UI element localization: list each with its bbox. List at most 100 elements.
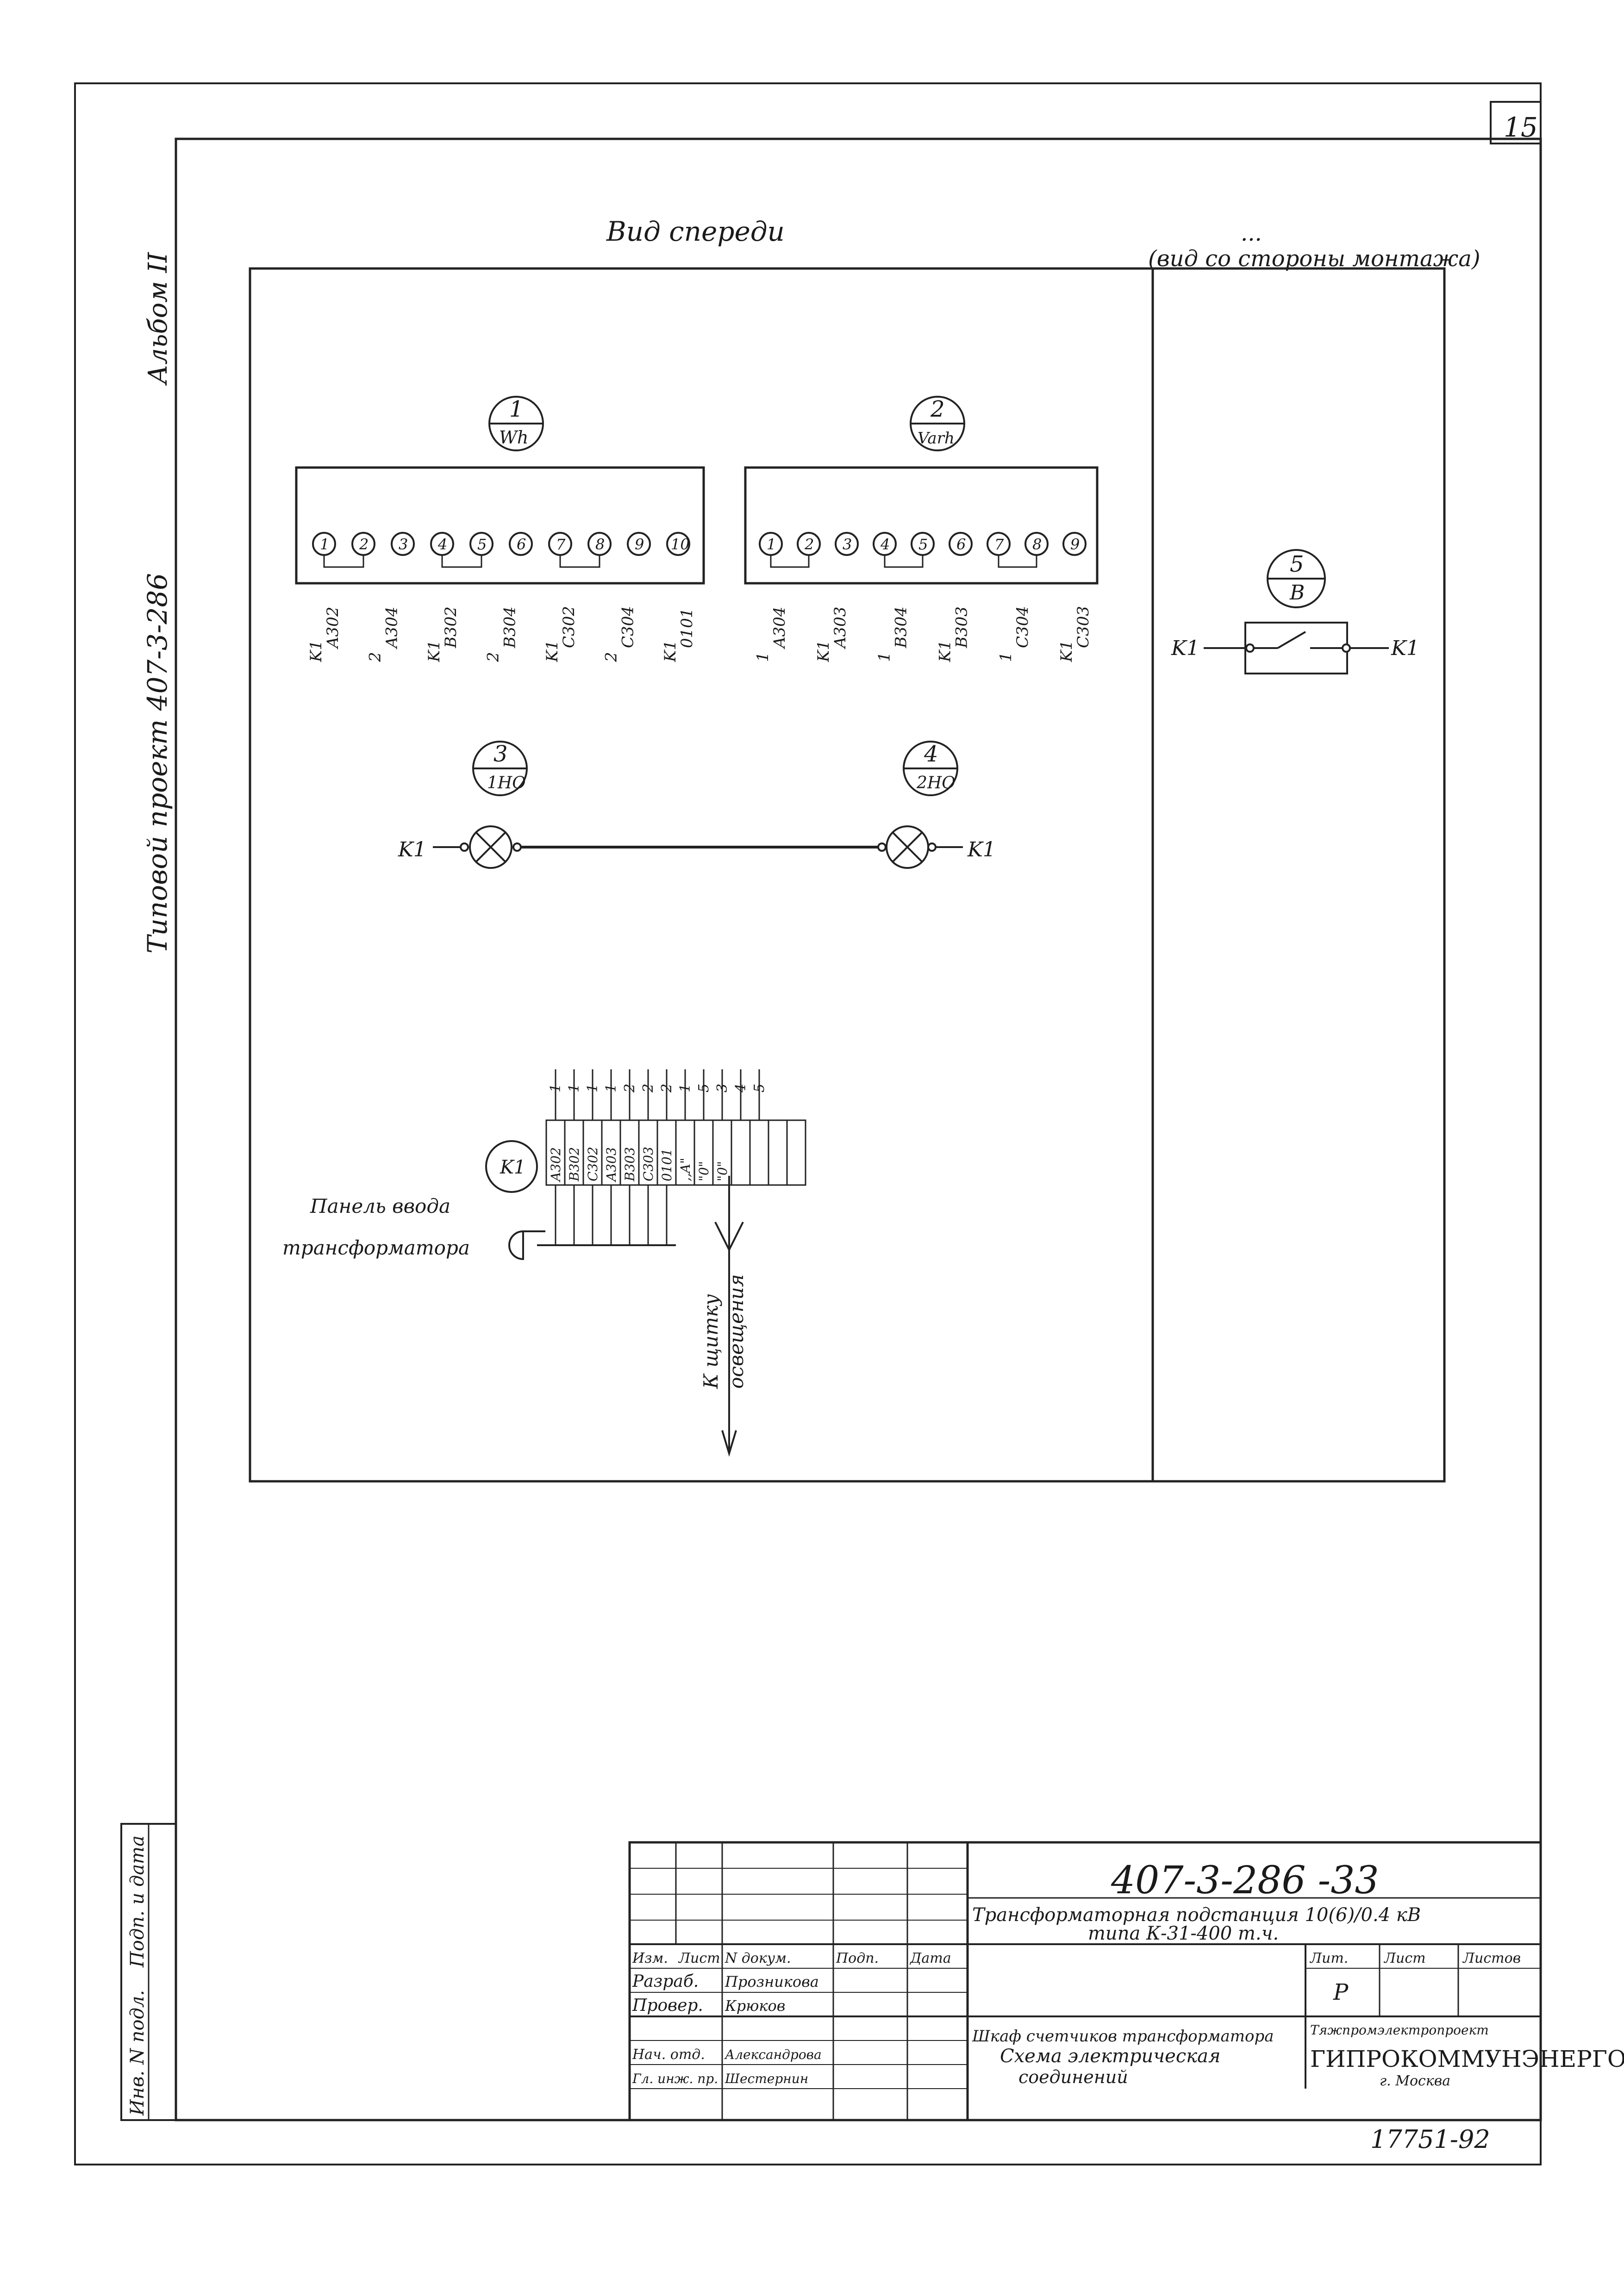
outer-frame xyxy=(74,82,1542,2165)
meter1-wire-from: K1 xyxy=(425,640,443,662)
org-top: Тяжпромэлектропроект xyxy=(1310,2022,1489,2038)
meter2-body xyxy=(744,466,1099,585)
sheet-number-box xyxy=(1490,101,1542,144)
staff-name-4: Шестернин xyxy=(725,2071,808,2086)
meter1-wire-from: K1 xyxy=(307,640,325,662)
terminal-cell xyxy=(731,1119,751,1186)
meter2-terminal xyxy=(1062,532,1087,556)
meter2-jumper xyxy=(770,555,810,568)
staff-name-1: Крюков xyxy=(725,1997,785,2015)
terminal-top-number: 1 xyxy=(566,1084,582,1092)
meter2-wire-mark: B304 xyxy=(892,606,910,649)
meter1-type: Wh xyxy=(499,427,529,448)
terminal-cell-label: A302 xyxy=(548,1147,563,1183)
meter1-terminal-label: 6 xyxy=(517,536,526,553)
stage-value: Р xyxy=(1333,1979,1349,2005)
lighting-cable xyxy=(714,1176,744,1457)
meter2-terminal-label: 6 xyxy=(956,536,966,553)
meter1-terminal-label: 4 xyxy=(437,536,447,553)
terminal-top-number: 5 xyxy=(696,1084,712,1092)
terminal-top-number: 2 xyxy=(640,1084,656,1093)
terminal-cell-label: "0" xyxy=(696,1161,712,1181)
meter1-terminal xyxy=(666,532,690,556)
meter2-wire-mark: A304 xyxy=(770,607,789,649)
panel-label-1: Панель ввода xyxy=(310,1195,450,1217)
rear-view-title: ... xyxy=(1241,220,1262,246)
switch-type: В xyxy=(1289,581,1305,605)
terminal-cell xyxy=(749,1119,769,1186)
terminal-top-number: 5 xyxy=(751,1084,768,1092)
lamp-right-conn: K1 xyxy=(967,838,996,861)
meter2-jumper xyxy=(884,555,924,568)
meter2-wire-from: 1 xyxy=(875,652,893,662)
meter1-wire-from: 2 xyxy=(602,652,621,662)
meter2-terminal-label: 2 xyxy=(804,536,814,553)
terminal-top-number: 1 xyxy=(585,1084,601,1092)
meter1-terminal-label: 9 xyxy=(635,536,644,553)
terminal-top-number: 4 xyxy=(733,1084,749,1093)
switch-left-conn: K1 xyxy=(1171,636,1199,660)
stage-header: Лит. xyxy=(1309,1950,1348,1966)
sheet-number: 15 xyxy=(1504,112,1538,143)
meter2-wire-from: 1 xyxy=(754,652,772,662)
switch-symbol xyxy=(1204,622,1389,674)
terminal-cell xyxy=(786,1119,806,1186)
meter2-terminal-label: 1 xyxy=(767,536,776,553)
terminal-cell-label: A303 xyxy=(604,1147,619,1183)
meter1-terminal-label: 10 xyxy=(671,536,690,553)
meter1-wire-from: 2 xyxy=(366,652,385,662)
terminal-block-marker xyxy=(485,1140,538,1193)
hdr-date: Дата xyxy=(909,1950,951,1966)
terminal-block-id: K1 xyxy=(500,1157,525,1178)
meter2-terminal xyxy=(835,532,859,556)
meter2-wire-from: K1 xyxy=(936,640,955,662)
meter2-wire-from: K1 xyxy=(1057,640,1076,662)
terminal-cell-label: B302 xyxy=(567,1147,582,1182)
meter1-wire-mark: C304 xyxy=(619,606,637,648)
side-stamp-inv: Инв. N подл. xyxy=(127,1990,148,2116)
designation: 407-3-286 -33 xyxy=(1111,1859,1379,1903)
staff-role-3: Нач. отд. xyxy=(632,2046,705,2063)
meter1-wire-mark: 0101 xyxy=(678,608,696,648)
meter2-terminal-label: 3 xyxy=(843,536,852,553)
meter1-wire-from: K1 xyxy=(661,640,680,662)
meter1-terminal xyxy=(509,532,533,556)
terminal-cell-label: 0101 xyxy=(659,1148,675,1181)
title-line2: типа К-31-400 т.ч. xyxy=(1088,1923,1279,1944)
meter2-jumper xyxy=(998,555,1037,568)
terminal-cell-label: C302 xyxy=(585,1147,600,1181)
meter1-terminal xyxy=(627,532,651,556)
lamp2-type: 2НО xyxy=(916,774,956,792)
meter1-terminal-label: 5 xyxy=(477,536,487,553)
title-block xyxy=(628,1841,1542,2121)
org-city: г. Москва xyxy=(1380,2073,1450,2089)
staff-role-0: Разраб. xyxy=(632,1972,699,1991)
meter1-wire-from: K1 xyxy=(543,640,562,662)
hdr-doc: N докум. xyxy=(725,1950,791,1966)
meter2-wire-mark: B303 xyxy=(953,606,971,649)
meter1-terminal xyxy=(391,532,415,556)
staff-role-4: Гл. инж. пр. xyxy=(632,2071,718,2086)
terminal-top-number: 1 xyxy=(548,1084,564,1092)
lamp1-type: 1НО xyxy=(487,774,526,792)
meter1-jumper xyxy=(323,555,364,568)
meter2-number: 2 xyxy=(930,396,945,422)
terminal-cell-label: C303 xyxy=(641,1147,656,1181)
meter2-wire-mark: A303 xyxy=(831,607,849,649)
lamp1-symbol xyxy=(469,825,512,869)
hdr-list: Лист xyxy=(678,1950,720,1966)
drawing-title-1: Шкаф счетчиков трансформатора xyxy=(972,2027,1274,2046)
meter1-jumper xyxy=(441,555,482,568)
meter2-terminal-label: 8 xyxy=(1032,536,1042,553)
panel-label-2: трансформатора xyxy=(282,1236,470,1259)
meter2-terminal-label: 7 xyxy=(994,536,1004,553)
lamp-left-conn: K1 xyxy=(398,838,426,861)
meter2-type: Varh xyxy=(918,429,955,448)
sheet-header: Лист xyxy=(1383,1950,1426,1966)
switch-number: 5 xyxy=(1290,551,1304,577)
meter2-terminal xyxy=(949,532,973,556)
staff-role-1: Провер. xyxy=(632,1996,703,2015)
sheets-header: Листов xyxy=(1462,1950,1521,1966)
meter1-wire-mark: B304 xyxy=(501,606,519,649)
